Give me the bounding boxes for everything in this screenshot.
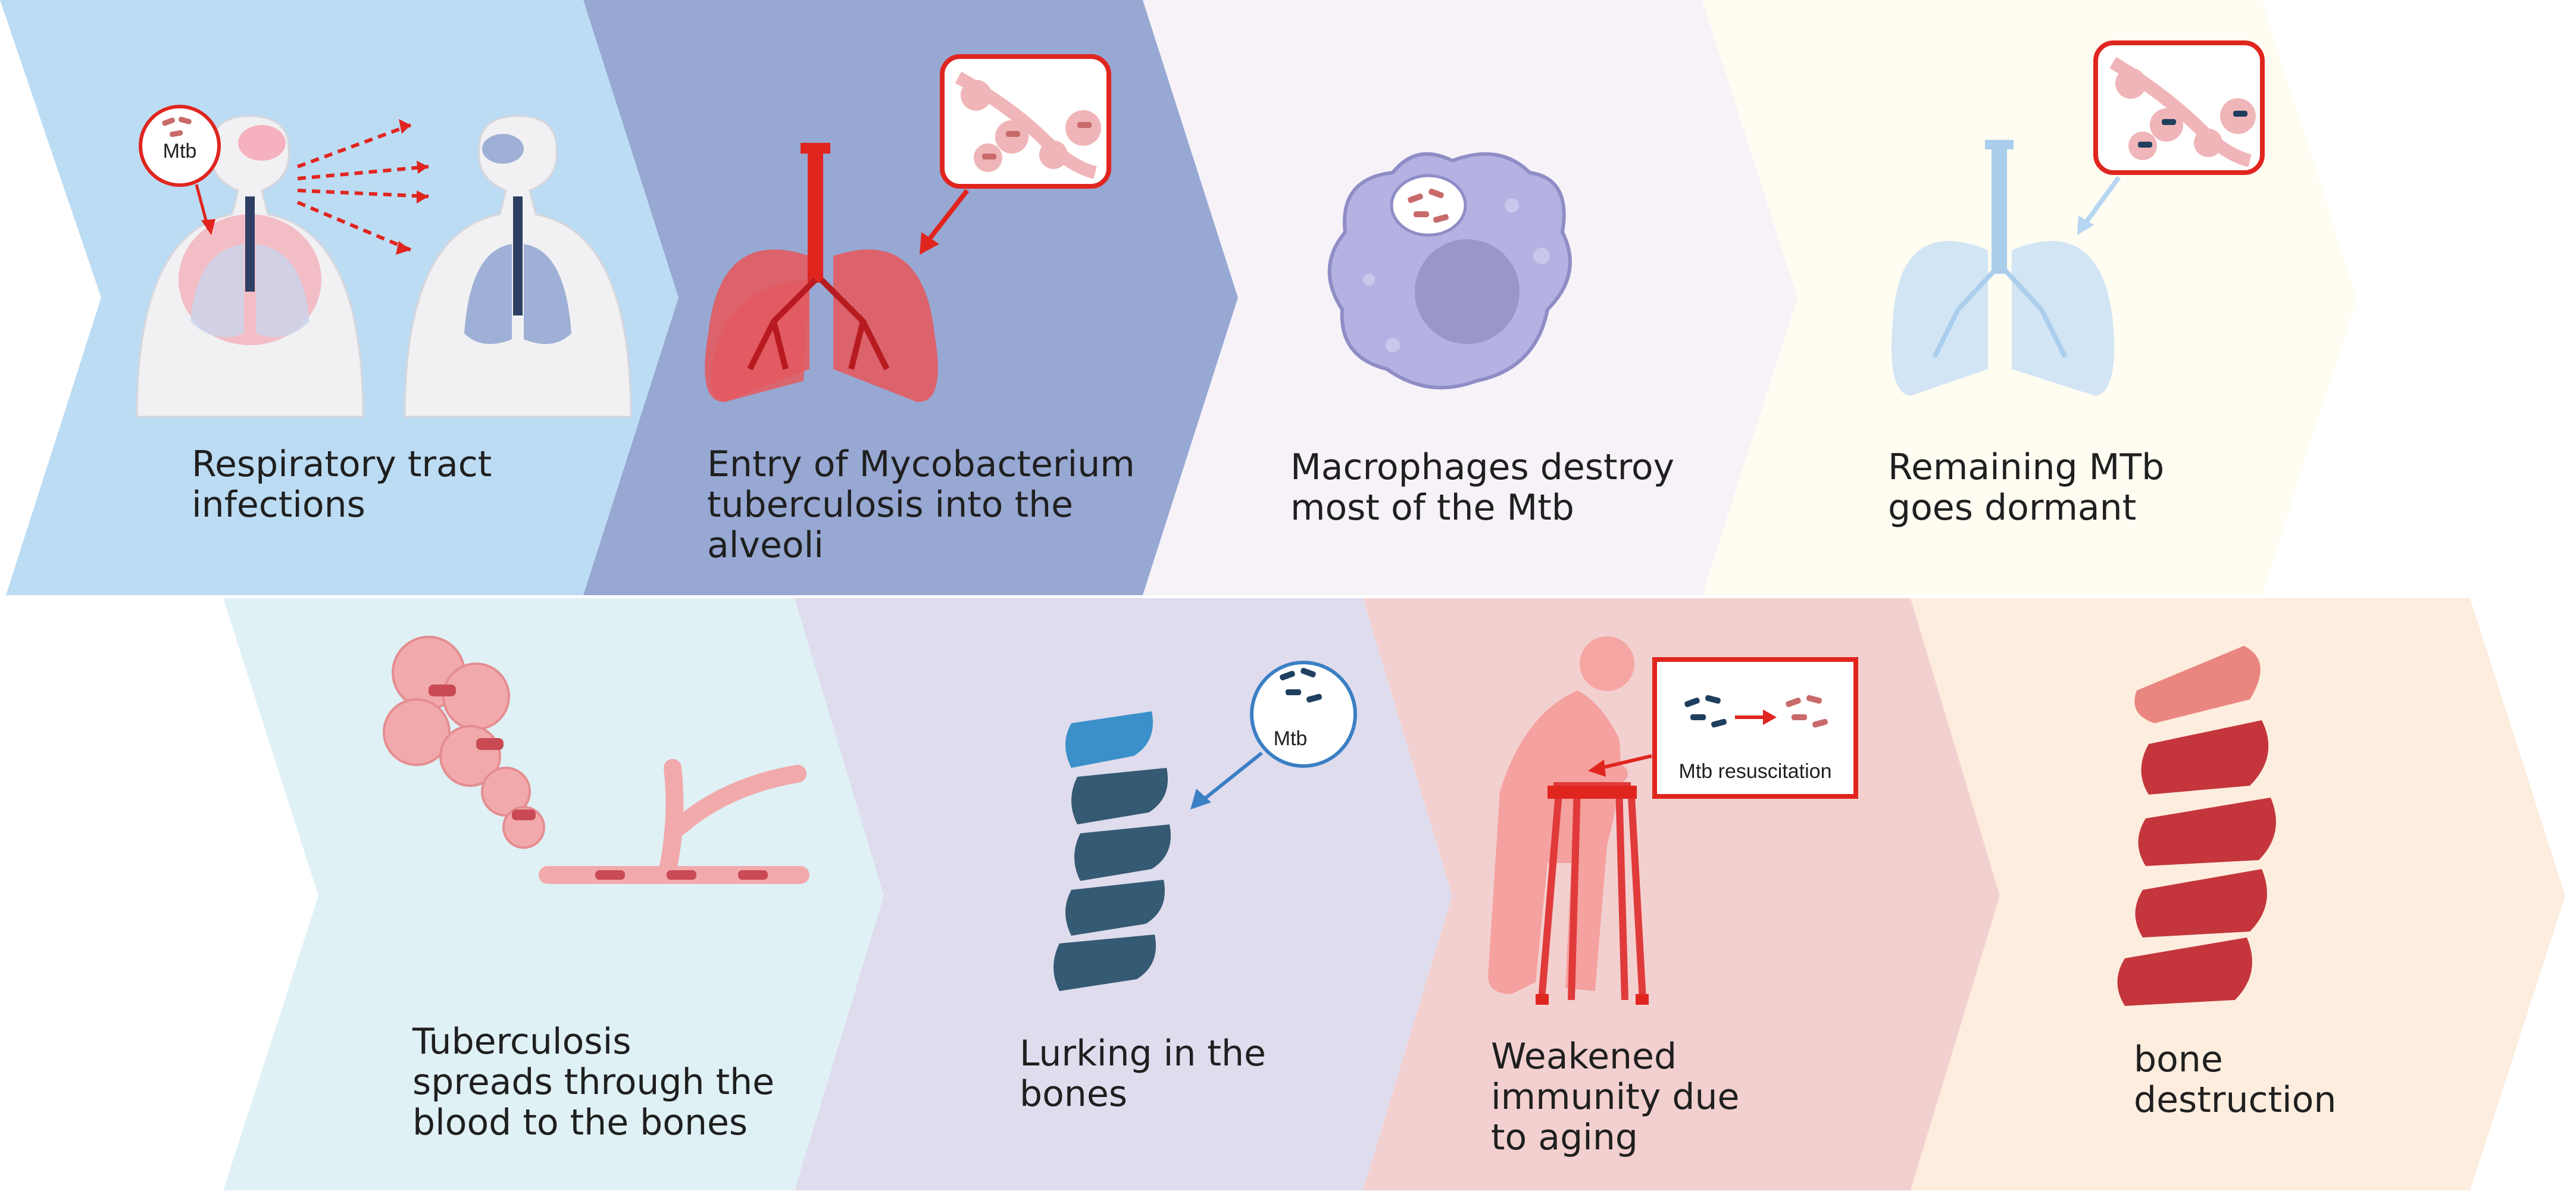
illustration-red-lungs <box>705 143 938 402</box>
resuscitation-label: Mtb resuscitation <box>1679 760 1832 783</box>
illustration-blue-lungs <box>1892 140 2114 396</box>
illustration-spine-dark <box>1053 711 1171 991</box>
mtb-label-bone: Mtb <box>1274 727 1308 750</box>
mtb-label-top: Mtb <box>163 140 197 162</box>
dormant-callout <box>2077 40 2265 235</box>
mtb-magnifier-callout: Mtb <box>139 105 221 235</box>
step-caption-immunity: Weakened immunity due to aging <box>1491 1036 1751 1158</box>
alveoli-callout <box>920 54 1111 255</box>
resuscitation-callout: Mtb resuscitation <box>1588 657 1858 799</box>
illustration-infected-person <box>136 115 364 418</box>
step-caption-respiratory: Respiratory tract infections <box>192 443 503 526</box>
illustration-healthy-person <box>404 115 632 418</box>
step-caption-spread: Tuberculosis spreads through the blood t… <box>412 1021 786 1143</box>
airborne-transmission-arrows <box>296 123 429 252</box>
step-caption-destruction: bone destruction <box>2134 1039 2336 1121</box>
illustration-elderly-person-walker <box>1488 636 1649 1005</box>
mtb-bone-callout: Mtb <box>1190 661 1357 810</box>
step-caption-macrophages: Macrophages destroy most of the Mtb <box>1290 446 1686 529</box>
illustration-alveoli-blood-vessel <box>383 636 809 884</box>
step-caption-lurking: Lurking in the bones <box>1020 1033 1277 1115</box>
arrowheads-transmission <box>396 119 429 255</box>
illustration-macrophage <box>1327 152 1572 390</box>
step-caption-entry: Entry of Mycobacterium tuberculosis into… <box>707 443 1146 566</box>
illustration-spine-destroyed <box>2117 646 2276 1006</box>
step-caption-dormant: Remaining MTb goes dormant <box>1888 446 2175 529</box>
